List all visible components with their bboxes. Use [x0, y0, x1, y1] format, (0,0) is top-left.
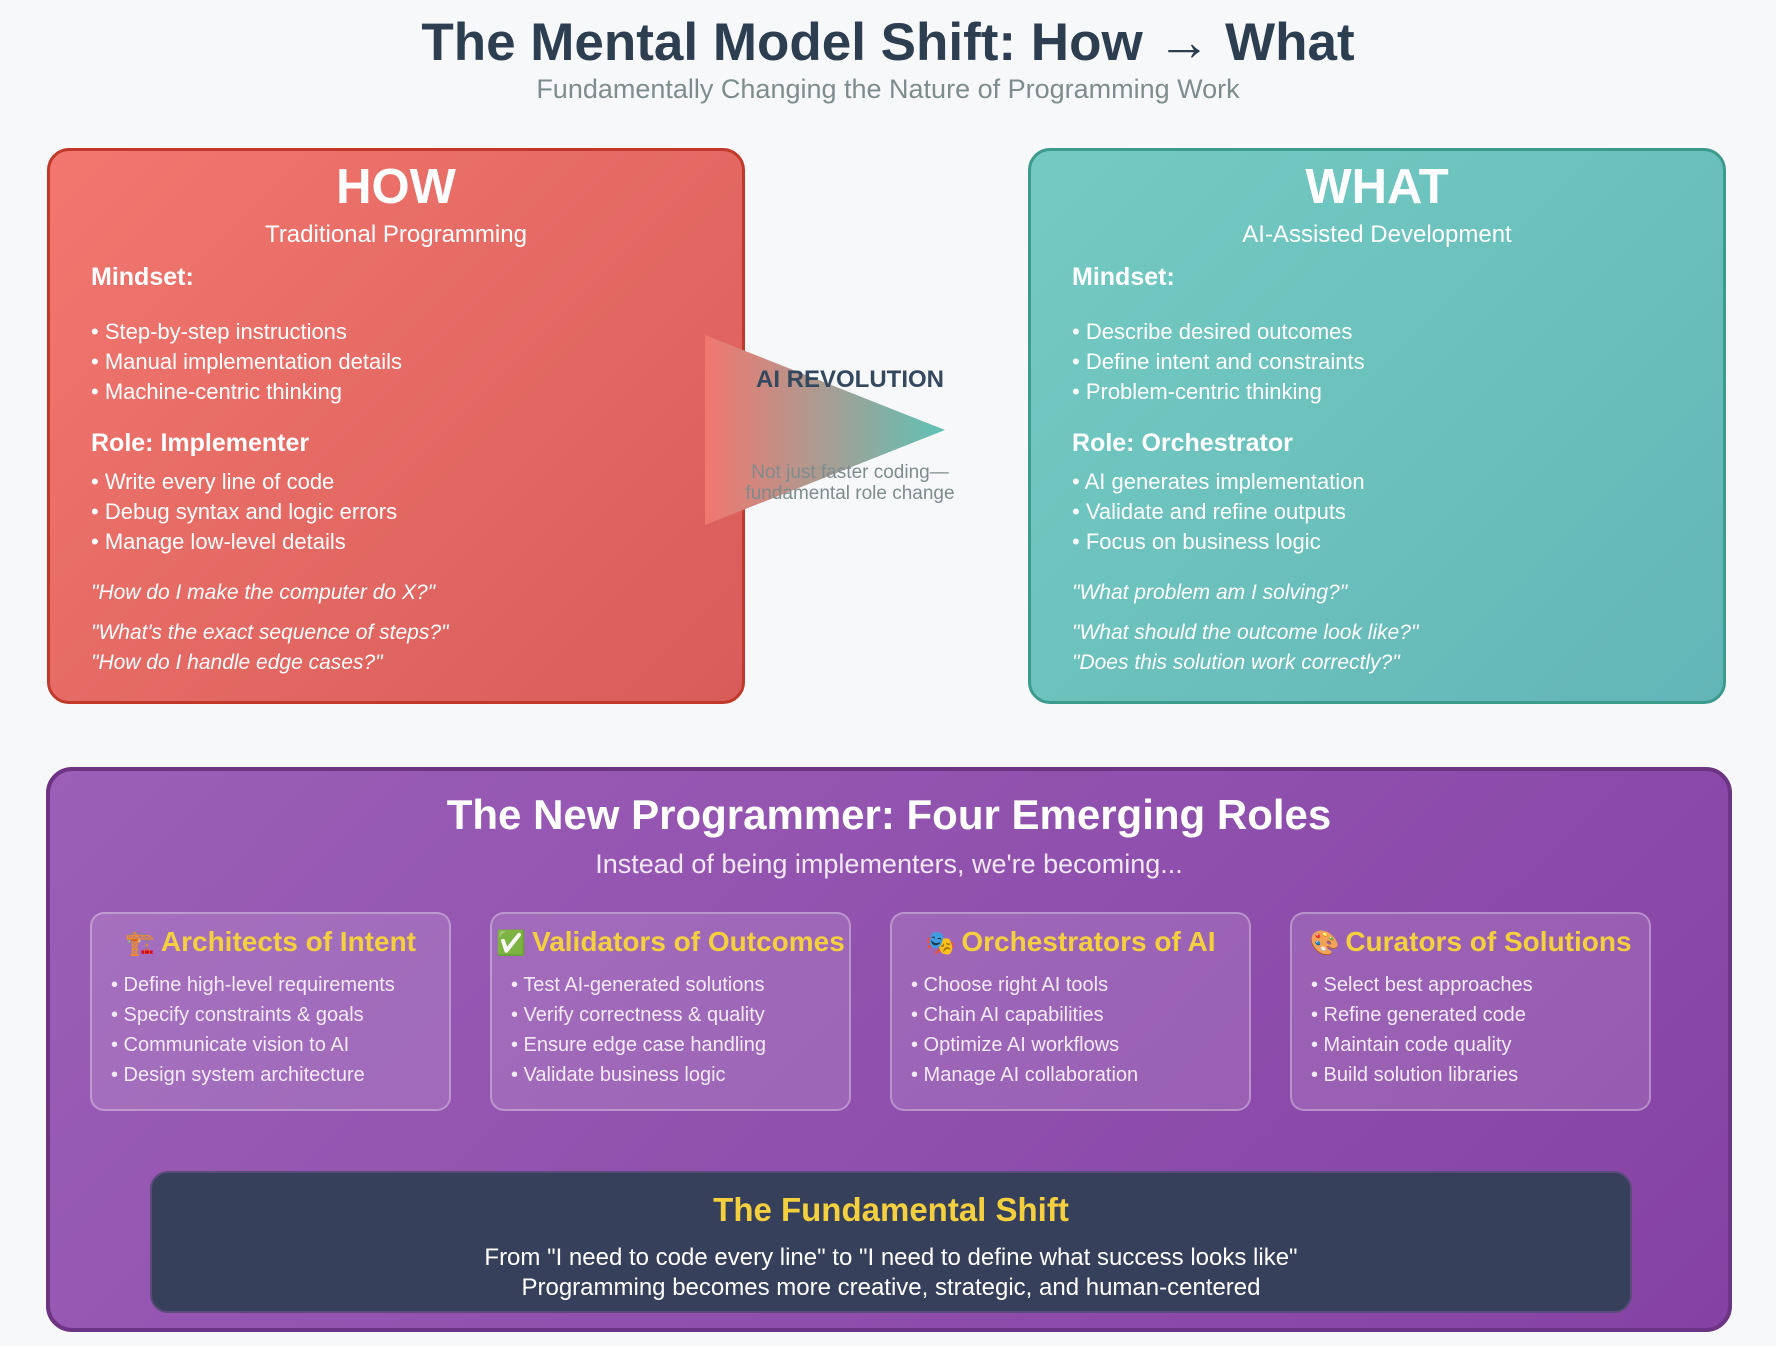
- transition-note-line: fundamental role change: [745, 483, 955, 504]
- role-card-orchestrators: 🎭Orchestrators of AI • Choose right AI t…: [890, 912, 1251, 1111]
- how-panel: HOW Traditional Programming Mindset: • S…: [47, 148, 745, 704]
- list-item: • Verify correctness & quality: [511, 1004, 765, 1026]
- list-item: • Communicate vision to AI: [111, 1034, 350, 1056]
- shift-line: Programming becomes more creative, strat…: [521, 1274, 1261, 1301]
- roles-subtitle: Instead of being implementers, we're bec…: [595, 849, 1183, 879]
- what-subheading: AI-Assisted Development: [1242, 221, 1512, 248]
- list-item: • AI generates implementation: [1072, 469, 1365, 494]
- how-question: "How do I make the computer do X?": [91, 581, 436, 604]
- role-card-curators: 🎨Curators of Solutions • Select best app…: [1290, 912, 1651, 1111]
- transition-arrow-icon: [705, 335, 945, 525]
- list-item: • Optimize AI workflows: [911, 1034, 1120, 1056]
- list-item: • Describe desired outcomes: [1072, 319, 1353, 344]
- how-mindset-label: Mindset:: [91, 263, 194, 291]
- roles-title: The New Programmer: Four Emerging Roles: [446, 791, 1332, 838]
- page-title: The Mental Model Shift: How → What: [421, 13, 1355, 72]
- how-mindset-list: • Step-by-step instructions • Manual imp…: [91, 317, 402, 407]
- list-item: • Step-by-step instructions: [91, 319, 347, 344]
- check-mark-icon: ✅: [496, 930, 527, 957]
- list-item: • Select best approaches: [1311, 974, 1533, 996]
- how-question: "How do I handle edge cases?": [91, 651, 383, 674]
- palette-icon: 🎨: [1309, 930, 1340, 957]
- list-item: • Define high-level requirements: [111, 974, 395, 996]
- role-card-title-text: Architects of Intent: [160, 926, 417, 957]
- fundamental-shift-box: The Fundamental Shift From "I need to co…: [150, 1171, 1632, 1313]
- list-item: • Machine-centric thinking: [91, 379, 343, 404]
- list-item: • Choose right AI tools: [911, 974, 1109, 996]
- how-role-list: • Write every line of code • Debug synta…: [91, 467, 397, 557]
- list-item: • Chain AI capabilities: [911, 1004, 1104, 1026]
- role-card-title: ✅Validators of Outcomes: [492, 926, 849, 958]
- list-item: • Maintain code quality: [1311, 1034, 1512, 1056]
- what-panel: WHAT AI-Assisted Development Mindset: • …: [1028, 148, 1726, 704]
- transition-note-line: Not just faster coding—: [751, 462, 949, 483]
- how-role-label: Role: Implementer: [91, 429, 310, 457]
- role-card-title-text: Curators of Solutions: [1345, 926, 1632, 957]
- list-item: • Design system architecture: [111, 1064, 365, 1086]
- list-item: • Ensure edge case handling: [511, 1034, 766, 1056]
- transition-note: Not just faster coding— fundamental role…: [700, 462, 1000, 504]
- role-card-title: 🎨Curators of Solutions: [1292, 926, 1649, 958]
- list-item: • Debug syntax and logic errors: [91, 499, 398, 524]
- list-item: • Write every line of code: [91, 469, 335, 494]
- shift-line: From "I need to code every line" to "I n…: [484, 1244, 1298, 1271]
- role-card-validators: ✅Validators of Outcomes • Test AI-genera…: [490, 912, 851, 1111]
- role-card-list: • Select best approaches • Refine genera…: [1311, 970, 1533, 1090]
- how-subheading: Traditional Programming: [265, 221, 527, 248]
- what-heading: WHAT: [1305, 160, 1449, 214]
- list-item: • Specify constraints & goals: [111, 1004, 364, 1026]
- list-item: • Manage AI collaboration: [911, 1064, 1139, 1086]
- role-card-architects: 🏗️Architects of Intent • Define high-lev…: [90, 912, 451, 1111]
- list-item: • Validate business logic: [511, 1064, 726, 1086]
- what-question: "What problem am I solving?": [1072, 581, 1348, 604]
- role-card-list: • Choose right AI tools • Chain AI capab…: [911, 970, 1138, 1090]
- what-question: "Does this solution work correctly?": [1072, 651, 1400, 674]
- list-item: • Validate and refine outputs: [1072, 499, 1346, 524]
- list-item: • Define intent and constraints: [1072, 349, 1365, 374]
- how-heading: HOW: [336, 160, 456, 214]
- list-item: • Build solution libraries: [1311, 1064, 1519, 1086]
- list-item: • Manual implementation details: [91, 349, 402, 374]
- construction-icon: 🏗️: [124, 930, 155, 957]
- role-card-title: 🏗️Architects of Intent: [92, 926, 449, 958]
- list-item: • Refine generated code: [1311, 1004, 1526, 1026]
- role-card-title: 🎭Orchestrators of AI: [892, 926, 1249, 958]
- role-card-title-text: Orchestrators of AI: [961, 926, 1216, 957]
- transition-label: AI REVOLUTION: [755, 366, 944, 393]
- list-item: • Manage low-level details: [91, 529, 346, 554]
- list-item: • Focus on business logic: [1072, 529, 1321, 554]
- roles-panel: The New Programmer: Four Emerging Roles …: [46, 767, 1732, 1332]
- theater-masks-icon: 🎭: [925, 930, 956, 957]
- role-card-title-text: Validators of Outcomes: [532, 926, 845, 957]
- what-mindset-label: Mindset:: [1072, 263, 1175, 291]
- list-item: • Test AI-generated solutions: [511, 974, 765, 996]
- how-question: "What's the exact sequence of steps?": [91, 621, 449, 644]
- shift-title: The Fundamental Shift: [713, 1191, 1069, 1228]
- what-question: "What should the outcome look like?": [1072, 621, 1419, 644]
- page-subtitle: Fundamentally Changing the Nature of Pro…: [536, 74, 1240, 104]
- what-role-list: • AI generates implementation • Validate…: [1072, 467, 1365, 557]
- role-card-list: • Test AI-generated solutions • Verify c…: [511, 970, 766, 1090]
- role-card-list: • Define high-level requirements • Speci…: [111, 970, 395, 1090]
- list-item: • Problem-centric thinking: [1072, 379, 1322, 404]
- what-mindset-list: • Describe desired outcomes • Define int…: [1072, 317, 1365, 407]
- what-role-label: Role: Orchestrator: [1072, 429, 1293, 457]
